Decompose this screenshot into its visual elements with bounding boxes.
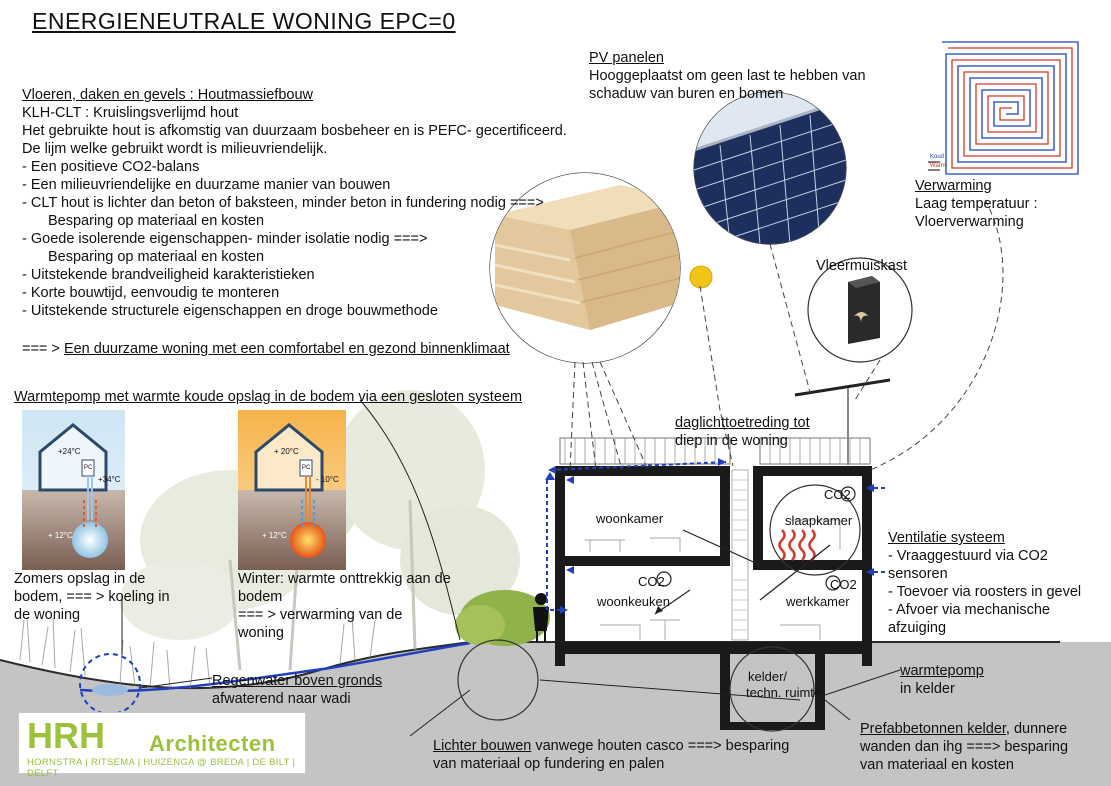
page-title: ENERGIENEUTRALE WONING EPC=0 — [32, 8, 456, 34]
daylight-text: daglichttoetreding tot — [675, 415, 810, 431]
winter-pc: PC — [302, 465, 311, 471]
co2-sensor-label: CO2 — [638, 574, 665, 589]
winter-caption-line: bodem — [238, 589, 283, 605]
logo-subtitle: HORNSTRA | RITSEMA | HUIZENGA @ BREDA | … — [27, 757, 296, 779]
light-heading: Lichter bouwen — [433, 738, 532, 754]
summer-caption-line: bodem, === > koeling in — [14, 589, 170, 605]
winter-t-in: + 20°C — [274, 447, 299, 456]
ventilation-line: - Toevoer via roosters in gevel — [888, 584, 1082, 600]
leader-lines — [569, 199, 1004, 471]
wood-line: KLH-CLT : Kruislingsverlijmd hout — [22, 105, 239, 121]
wood-line: - Uitstekende structurele eigenschappen … — [22, 303, 438, 319]
rain-line2: afwaterend naar wadi — [212, 691, 351, 707]
winter-caption-line: === > verwarming van de — [238, 607, 403, 623]
prefab-heading: Prefabbetonnen kelder — [860, 721, 1006, 737]
wood-line: - Een positieve CO2-balans — [22, 159, 200, 175]
wood-line: Besparing op materiaal en kosten — [48, 249, 265, 265]
heating-line2: Vloerverwarming — [915, 214, 1024, 230]
basement-circle — [729, 646, 815, 732]
light-line2: van materiaal op fundering en palen — [433, 756, 665, 772]
logo-architecten-text: Architecten — [149, 731, 276, 756]
wood-heading: Vloeren, daken en gevels : Houtmassiefbo… — [22, 87, 313, 103]
wood-conclusion: === > Een duurzame woning met een comfor… — [22, 340, 510, 358]
room-kelder-line1: kelder/ — [748, 669, 788, 684]
warmtepomp-line1: warmtepomp — [900, 663, 984, 679]
rain-water-line — [79, 641, 471, 693]
heating-line1: Laag temperatuur : — [915, 196, 1038, 212]
summer-t-ground: + 12°C — [48, 531, 73, 540]
heatpump-winter-image — [238, 410, 346, 570]
room-kelder-line2: techn. ruimte — [746, 685, 822, 700]
warmtepomp-line2: in kelder — [900, 681, 955, 697]
room-woonkeuken: woonkeuken — [597, 594, 670, 609]
bat-box-image — [807, 257, 913, 363]
summer-t-out: +34°C — [98, 475, 121, 484]
logo-hrh-text: HRH — [27, 715, 105, 756]
pv-line1: Hooggeplaatst om geen last te hebben van — [589, 68, 866, 84]
ventilation-line: - Afvoer via mechanische — [888, 602, 1050, 618]
winter-caption-line: Winter: warmte onttrekkig aan de — [238, 571, 451, 587]
co2-sensor-label: CO2 — [830, 577, 857, 592]
summer-caption: Zomers opslag in de bodem, === > koeling… — [14, 570, 170, 624]
wood-line: De lijm welke gebruikt wordt is milieuvr… — [22, 141, 328, 157]
winter-caption-line: woning — [238, 625, 284, 641]
wood-line: Besparing op materiaal en kosten — [48, 213, 265, 229]
solid-leaders — [121, 399, 901, 737]
ventilation-heading: Ventilatie systeem — [888, 530, 1005, 546]
heating-heading: Verwarming — [915, 178, 992, 194]
light-rest: vanwege houten casco ===> besparing — [531, 738, 790, 754]
prefab-line3: van materiaal en kosten — [860, 757, 1014, 773]
bat-label: Vleermuiskast — [816, 258, 908, 274]
ventilation-line: - Vraaggestuurd via CO2 — [888, 548, 1048, 564]
daylight-line1: daglichttoetreding tot — [675, 414, 810, 432]
wood-lines: KLH-CLT : Kruislingsverlijmd hout Het ge… — [22, 104, 567, 320]
heatpump-heading: Warmtepomp met warmte koude opslag in de… — [14, 389, 523, 405]
daylight-line2: diep in de woning — [675, 433, 788, 449]
wood-line: - Goede isolerende eigenschappen- minder… — [22, 231, 428, 247]
koud-label: Koud — [930, 154, 945, 160]
winter-t-ground: + 12°C — [262, 531, 287, 540]
summer-caption-line: Zomers opslag in de — [14, 571, 146, 587]
light-line1: Lichter bouwen vanwege houten casco ===>… — [433, 737, 789, 755]
sun-icon — [689, 265, 713, 289]
prefab-line2: wanden dan ihg ===> besparing — [860, 739, 1069, 755]
winter-caption: Winter: warmte onttrekkig aan de bodem =… — [238, 570, 451, 642]
wood-line: - Een milieuvriendelijke en duurzame man… — [22, 177, 391, 193]
house-section — [532, 378, 891, 730]
winter-t-out: - 10°C — [316, 475, 339, 484]
pv-line2: schaduw van buren en bomen — [589, 86, 784, 102]
wood-line: - Korte bouwtijd, eenvoudig te monteren — [22, 285, 280, 301]
ventilation-line: afzuiging — [888, 620, 947, 636]
co2-sensor-label: CO2 — [824, 487, 851, 502]
conclusion-prefix: === > — [22, 341, 64, 357]
heatpump-summer-image — [22, 410, 125, 570]
room-werkkamer: werkkamer — [786, 594, 850, 609]
room-woonkamer: woonkamer — [596, 511, 664, 526]
pv-panel-image — [693, 91, 847, 245]
pv-heading: PV panelen — [589, 50, 664, 66]
wood-line: Het gebruikte hout is afkomstig van duur… — [22, 123, 567, 139]
hrh-logo: HRH Architecten HORNSTRA | RITSEMA | HUI… — [18, 712, 306, 779]
ground-line — [0, 641, 1060, 690]
ventilation-lines: - Vraaggestuurd via CO2 sensoren - Toevo… — [888, 547, 1081, 637]
floor-heating-diagram — [928, 41, 1079, 175]
rain-line1: Regenwater boven gronds — [212, 672, 382, 690]
summer-t-in: +24°C — [58, 447, 81, 456]
grasses — [19, 616, 376, 691]
clt-wood-image — [489, 172, 681, 364]
wood-line: - Uitstekende brandveiligheid karakteris… — [22, 267, 315, 283]
foundation-circle — [457, 639, 539, 721]
slaapkamer-heat-circle — [769, 484, 861, 576]
conclusion-text: Een duurzame woning met een comfortabel … — [63, 341, 510, 357]
ventilation-line: sensoren — [888, 566, 948, 582]
prefab-rest: , dunnere — [1005, 721, 1068, 737]
summer-pc: PC — [84, 465, 93, 471]
summer-caption-line: de woning — [14, 607, 81, 623]
rain-text: Regenwater boven gronds — [212, 673, 383, 689]
warm-label: Warm — [930, 163, 946, 169]
room-slaapkamer: slaapkamer — [785, 513, 853, 528]
wood-line: - CLT hout is lichter dan beton of bakst… — [22, 195, 544, 211]
prefab-line1: Prefabbetonnen kelder, dunnere — [860, 720, 1067, 738]
